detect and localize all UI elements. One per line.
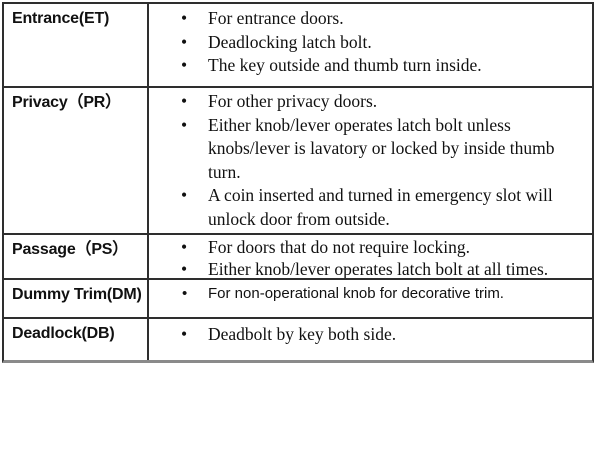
bullet-icon — [149, 184, 208, 208]
bullet-icon — [149, 237, 208, 259]
table-row-passage: Passage（PS） For doors that do not requir… — [4, 235, 592, 280]
row-description-dummy-trim: For non-operational knob for decorative … — [149, 280, 592, 317]
bullet-text: Deadbolt by key both side. — [208, 324, 397, 344]
bullet-icon — [149, 284, 208, 304]
list-item: For entrance doors. — [149, 7, 582, 31]
lock-functions-table: Entrance(ET) For entrance doors. Deadloc… — [2, 2, 594, 363]
bullet-icon — [149, 31, 208, 55]
bullet-icon — [149, 54, 208, 78]
bullet-text: Either knob/lever operates latch bolt at… — [208, 258, 549, 279]
bullet-text: Deadlocking latch bolt. — [208, 31, 372, 52]
bullet-text: The key outside and thumb turn inside. — [208, 55, 482, 75]
list-item: The key outside and thumb turn inside. — [149, 54, 582, 78]
list-item: For other privacy doors. — [149, 90, 582, 114]
list-item: Deadlocking latch bolt. — [149, 31, 582, 55]
table-row-dummy-trim: Dummy Trim(DM) For non-operational knob … — [4, 280, 592, 319]
row-label-deadlock: Deadlock(DB) — [4, 319, 149, 360]
bullet-text: For other privacy doors. — [208, 91, 378, 111]
row-label-passage: Passage（PS） — [4, 235, 149, 278]
list-item: Either knob/lever operates latch bolt un… — [149, 114, 582, 185]
table-row-deadlock: Deadlock(DB) Deadbolt by key both side. — [4, 319, 592, 360]
bullet-text: For doors that do not require locking. — [208, 237, 470, 257]
list-item: For non-operational knob for decorative … — [149, 284, 582, 304]
row-label-entrance: Entrance(ET) — [4, 4, 149, 86]
bullet-icon — [149, 7, 208, 31]
row-description-privacy: For other privacy doors. Either knob/lev… — [149, 88, 592, 233]
list-item: For doors that do not require locking. — [149, 237, 582, 259]
bullet-icon — [149, 90, 208, 114]
row-label-dummy-trim: Dummy Trim(DM) — [4, 280, 149, 317]
row-description-passage: For doors that do not require locking. E… — [149, 235, 592, 278]
bullet-icon — [149, 259, 208, 279]
bullet-text: Either knob/lever operates latch bolt un… — [208, 114, 555, 182]
list-item: A coin inserted and turned in emergency … — [149, 184, 582, 231]
table-row-entrance: Entrance(ET) For entrance doors. Deadloc… — [4, 4, 592, 88]
bullet-text: A coin inserted and turned in emergency … — [208, 185, 553, 229]
bullet-text: For entrance doors. — [208, 8, 344, 28]
table-row-privacy: Privacy（PR） For other privacy doors. Eit… — [4, 88, 592, 235]
list-item: Deadbolt by key both side. — [149, 323, 582, 347]
row-label-privacy: Privacy（PR） — [4, 88, 149, 233]
bullet-icon — [149, 114, 208, 138]
row-description-deadlock: Deadbolt by key both side. — [149, 319, 592, 360]
bullet-text: For non-operational knob for decorative … — [208, 285, 504, 302]
bullet-icon — [149, 323, 208, 347]
row-description-entrance: For entrance doors. Deadlocking latch bo… — [149, 4, 592, 86]
list-item: Either knob/lever operates latch bolt at… — [149, 259, 582, 279]
